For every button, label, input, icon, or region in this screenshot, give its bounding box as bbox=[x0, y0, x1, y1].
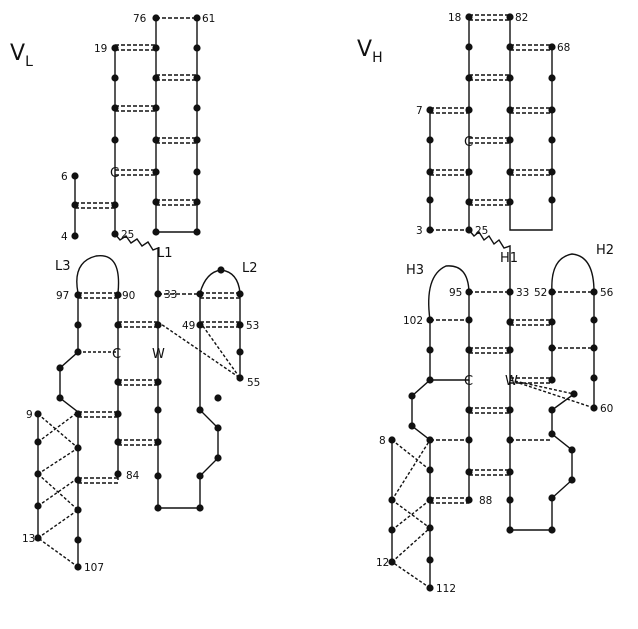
vl-loop-l2 bbox=[199, 269, 241, 378]
vl-strand-d bbox=[59, 293, 79, 567]
vh-res-56: 56 bbox=[600, 287, 614, 299]
vh-strand-d bbox=[429, 292, 470, 381]
vh-loop-h1-label: H1 bbox=[500, 251, 518, 266]
vh-res-60: 60 bbox=[600, 403, 613, 415]
vh-strand-c bbox=[509, 15, 553, 231]
vl-res-13: 13 bbox=[22, 533, 35, 545]
vl-strand-c bbox=[155, 18, 198, 233]
vh-strand-f bbox=[509, 292, 575, 531]
vl-hbond-pairs bbox=[75, 17, 240, 484]
vh-res-c-top: C bbox=[464, 135, 473, 150]
vl-res-c-mid: C bbox=[112, 347, 121, 362]
vh-res-95: 95 bbox=[449, 287, 462, 299]
vl-res-49: 49 bbox=[182, 320, 195, 332]
vl-res-6: 6 bbox=[61, 171, 68, 183]
vh-res-102: 102 bbox=[403, 315, 423, 327]
vh-title: VH bbox=[357, 37, 383, 66]
vh-res-3: 3 bbox=[416, 225, 423, 237]
vl-strand-f bbox=[157, 292, 219, 509]
vl-loop-l2-label: L2 bbox=[242, 261, 258, 276]
vl-panel bbox=[37, 17, 241, 568]
vl-res-61: 61 bbox=[202, 13, 215, 25]
vl-res-53: 53 bbox=[246, 320, 259, 332]
vh-labels: VH 18 82 68 7 C 3 25 H1 H2 H3 95 33 52 5… bbox=[357, 12, 614, 595]
vl-res-9: 9 bbox=[26, 409, 33, 421]
vh-strand-d2 bbox=[411, 379, 431, 588]
vh-res-c-mid: C bbox=[464, 374, 473, 389]
vh-res-88: 88 bbox=[479, 495, 492, 507]
vl-title: VL bbox=[10, 41, 33, 70]
vh-residues bbox=[388, 13, 598, 592]
vh-res-33: 33 bbox=[516, 287, 529, 299]
vl-cross-links bbox=[37, 321, 241, 568]
vl-res-84: 84 bbox=[126, 470, 140, 482]
vl-res-19: 19 bbox=[94, 43, 107, 55]
vh-res-w: W bbox=[505, 374, 518, 389]
vh-res-18: 18 bbox=[448, 12, 461, 24]
vh-res-82: 82 bbox=[515, 12, 528, 24]
vh-panel bbox=[391, 14, 595, 589]
vh-res-25: 25 bbox=[475, 225, 488, 237]
vh-cross-links bbox=[391, 379, 595, 589]
vl-res-90: 90 bbox=[122, 290, 135, 302]
vh-hbond-pairs bbox=[430, 14, 594, 504]
vl-res-c-top: C bbox=[110, 166, 119, 181]
vl-res-55: 55 bbox=[247, 377, 260, 389]
vl-res-33: 33 bbox=[164, 289, 177, 301]
vl-loop-l3 bbox=[76, 255, 120, 294]
vl-res-76: 76 bbox=[133, 13, 147, 25]
vl-res-25: 25 bbox=[121, 229, 134, 241]
vl-labels: VL 76 61 19 6 4 25 C L1 L3 L2 97 90 33 4… bbox=[10, 13, 260, 574]
vh-res-112: 112 bbox=[436, 583, 456, 595]
vl-wiggle-l1 bbox=[114, 233, 159, 292]
vl-res-97: 97 bbox=[56, 290, 69, 302]
vh-loop-h2-label: H2 bbox=[596, 243, 614, 258]
vh-res-68: 68 bbox=[557, 42, 570, 54]
vh-res-52: 52 bbox=[534, 287, 547, 299]
vl-loop-l3-label: L3 bbox=[55, 259, 71, 274]
vl-loop-l1-label: L1 bbox=[157, 246, 173, 261]
vh-loop-h3-label: H3 bbox=[406, 263, 424, 278]
vh-res-7: 7 bbox=[416, 105, 423, 117]
vh-res-8: 8 bbox=[379, 435, 386, 447]
vh-loop-h2 bbox=[551, 253, 595, 293]
vl-res-4: 4 bbox=[61, 231, 68, 243]
vh-loop-h3 bbox=[428, 265, 470, 321]
vl-res-w: W bbox=[152, 347, 165, 362]
vh-res-12: 12 bbox=[376, 557, 389, 569]
vl-res-107: 107 bbox=[84, 562, 104, 574]
vh-wiggle-h1 bbox=[468, 229, 511, 292]
vl-residues bbox=[34, 14, 244, 571]
